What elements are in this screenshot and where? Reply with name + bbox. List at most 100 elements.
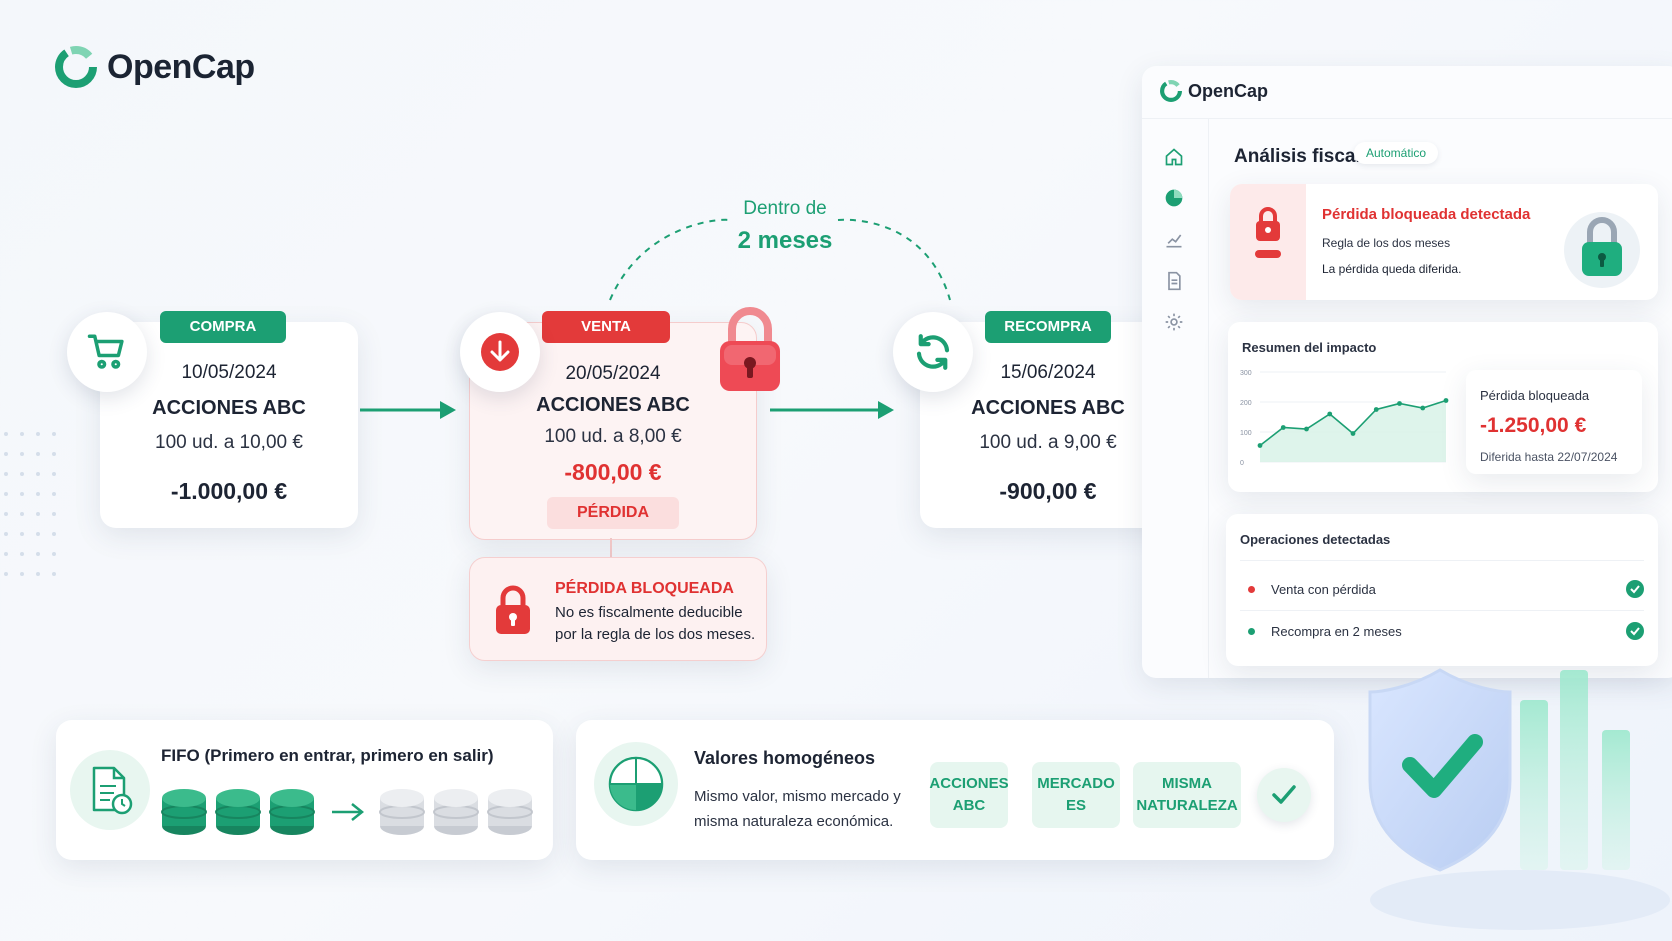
sell-asset: ACCIONES ABC <box>536 394 690 416</box>
status-dot <box>1248 627 1255 635</box>
buy-icon-wrap <box>67 312 147 392</box>
blocked-loss-card: PÉRDIDA BLOQUEADA No es fiscalmente dedu… <box>469 557 767 661</box>
buy-total: -1.000,00 € <box>170 478 288 504</box>
arrow-buy-to-sell <box>360 401 456 419</box>
data-point <box>1350 431 1356 436</box>
list-item[interactable]: Recompra en 2 meses <box>1240 616 1644 646</box>
homogeneous-card: Valores homogéneos Mismo valor, mismo me… <box>576 720 1334 860</box>
brand-logo: OpenCap <box>55 46 255 88</box>
homog-icon-wrap <box>594 742 678 826</box>
lock-icon <box>496 585 530 634</box>
alert-line1: Regla de los dos meses <box>1322 236 1451 250</box>
rebuy-total: -900,00 € <box>999 478 1097 504</box>
alert-icon-wrap <box>1230 184 1306 300</box>
opencap-logo-icon <box>1160 80 1182 102</box>
document-clock-icon <box>92 766 133 815</box>
blocked-line2: por la regla de los dos meses. <box>555 626 756 643</box>
op-label: Venta con pérdida <box>1271 581 1376 597</box>
document-icon[interactable] <box>1163 270 1185 292</box>
sell-date: 20/05/2024 <box>565 363 661 384</box>
cart-icon <box>87 334 124 369</box>
rebuy-date: 15/06/2024 <box>1000 362 1096 383</box>
y-tick-label: 300 <box>1240 370 1252 377</box>
pie-chart-icon[interactable] <box>1163 187 1185 209</box>
trend-chart-icon[interactable] <box>1163 229 1185 251</box>
buy-tag: COMPRA <box>160 311 286 343</box>
alert-card: Pérdida bloqueada detectada Regla de los… <box>1230 184 1658 300</box>
lock-icon <box>1255 207 1281 258</box>
rebuy-qty: 100 ud. a 9,00 € <box>979 432 1117 453</box>
padlock-3d-icon <box>720 307 780 391</box>
ops-card: Operaciones detectadas Venta con pérdida… <box>1226 514 1658 666</box>
buy-asset: ACCIONES ABC <box>152 397 306 419</box>
connector-line <box>610 538 612 558</box>
buy-date: 10/05/2024 <box>181 362 277 383</box>
sell-total: -800,00 € <box>564 459 662 485</box>
impact-title: Resumen del impacto <box>1242 340 1377 355</box>
decorative-dots <box>4 432 56 576</box>
padlock-green-icon <box>1564 212 1640 288</box>
data-point <box>1420 405 1426 411</box>
app-brand: OpenCap <box>1160 80 1268 102</box>
home-icon[interactable] <box>1163 146 1185 168</box>
homog-line1: Mismo valor, mismo mercado y <box>694 788 901 805</box>
alert-title: Pérdida bloqueada detectada <box>1322 206 1531 223</box>
pie-chart-icon <box>608 756 664 812</box>
loss-badge: PÉRDIDA <box>547 497 679 529</box>
blocked-line1: No es fiscalmente deducible <box>555 604 743 621</box>
ops-divider <box>1240 560 1644 561</box>
auto-badge: Automático <box>1354 142 1439 164</box>
impact-chart: 300 200 100 0 <box>1240 370 1449 467</box>
data-point <box>1257 443 1263 448</box>
sell-qty: 100 ud. a 8,00 € <box>544 426 682 447</box>
impact-stat-value: -1.250,00 € <box>1480 414 1587 437</box>
impact-stat-sub: Diferida hasta 22/07/2024 <box>1480 450 1618 464</box>
fifo-card: FIFO (Primero en entrar, primero en sali… <box>56 720 553 860</box>
sell-tag: VENTA <box>542 311 670 343</box>
buy-qty: 100 ud. a 10,00 € <box>155 432 303 453</box>
rebuy-icon-wrap <box>893 312 973 392</box>
brand-name: OpenCap <box>107 47 255 86</box>
y-tick-label: 200 <box>1240 400 1252 407</box>
y-tick-label: 0 <box>1240 460 1244 467</box>
fifo-title: FIFO (Primero en entrar, primero en sali… <box>161 746 494 765</box>
two-month-window-arc <box>609 218 951 301</box>
arrow-sell-to-rebuy <box>770 401 894 419</box>
gear-icon[interactable] <box>1163 311 1185 333</box>
window-label-top: Dentro de <box>743 198 827 219</box>
fifo-icon-wrap <box>70 750 150 830</box>
window-label-bottom: 2 meses <box>737 227 833 254</box>
data-point <box>1280 425 1286 430</box>
app-sidebar <box>1142 118 1209 678</box>
check-icon <box>1272 785 1296 804</box>
impact-card: Resumen del impacto 300 200 100 0 Pérdida b… <box>1228 322 1658 492</box>
refresh-icon <box>916 334 950 370</box>
check-wrap <box>1257 768 1311 822</box>
arrow-down-icon <box>481 333 519 371</box>
list-item[interactable]: Venta con pérdida <box>1240 574 1644 604</box>
impact-stat-label: Pérdida bloqueada <box>1480 388 1590 403</box>
app-title: Análisis fiscal <box>1234 146 1361 167</box>
impact-stat-card: Pérdida bloqueada -1.250,00 € Diferida h… <box>1466 370 1642 474</box>
homog-line2: misma naturaleza económica. <box>694 813 894 830</box>
status-dot <box>1248 585 1255 593</box>
ops-divider <box>1240 610 1644 611</box>
y-tick-label: 100 <box>1240 430 1252 437</box>
data-point <box>1397 401 1402 406</box>
coin-stack-green-icon <box>161 789 207 835</box>
sell-icon-wrap <box>460 312 540 392</box>
data-point <box>1304 426 1309 432</box>
area-fill <box>1260 400 1446 462</box>
check-circle-icon <box>1626 580 1644 598</box>
app-header <box>1142 66 1672 119</box>
rebuy-tag: RECOMPRA <box>985 311 1111 343</box>
data-point <box>1373 407 1379 412</box>
blocked-title: PÉRDIDA BLOQUEADA <box>555 580 734 597</box>
opencap-logo-icon <box>55 46 97 88</box>
data-point <box>1443 398 1449 403</box>
arrow-right-icon <box>332 803 365 821</box>
data-point <box>1327 411 1333 417</box>
